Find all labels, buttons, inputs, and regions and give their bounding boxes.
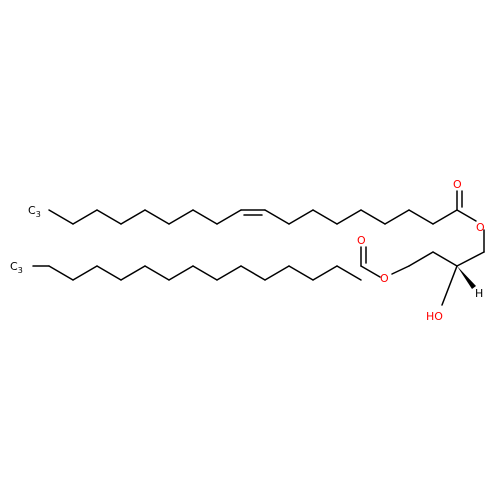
bond (360, 209, 386, 225)
bond (48, 265, 74, 281)
bond (144, 265, 170, 281)
lower-acyl-chain (32, 246, 410, 281)
hydroxyl-bond (441, 265, 458, 306)
bond (72, 265, 98, 281)
bond (264, 209, 290, 225)
hydrogen-label: H (475, 287, 483, 300)
hydroxyl-label: HO (426, 310, 443, 323)
bond (120, 209, 146, 225)
bond (264, 265, 290, 281)
oxygen-carbonyl-lower: O (357, 234, 366, 247)
ester-bond (456, 209, 477, 222)
bond (408, 209, 434, 225)
bond (240, 265, 266, 281)
bond (96, 265, 122, 281)
bond (336, 265, 362, 281)
bond (288, 209, 314, 225)
oxygen-ester-lower: O (380, 272, 389, 285)
bond (168, 265, 194, 281)
methyl-label-upper: C3 (28, 204, 41, 219)
bond (192, 209, 218, 225)
bond (216, 209, 242, 225)
bond (456, 251, 485, 267)
ester-bond (360, 265, 381, 278)
bond (144, 209, 170, 225)
bond (216, 265, 242, 281)
bond (432, 209, 458, 225)
bond (96, 209, 122, 225)
upper-acyl-chain (48, 190, 485, 253)
bond (384, 209, 410, 225)
bond (72, 209, 98, 225)
bond (48, 209, 74, 225)
bond (120, 265, 146, 281)
bond (312, 209, 338, 225)
oxygen-carbonyl-upper: O (453, 178, 462, 191)
methyl-label-lower: C3 (10, 260, 23, 275)
bond (192, 265, 218, 281)
bond (312, 265, 338, 281)
bond (168, 209, 194, 225)
bond (408, 251, 434, 267)
oxygen-ester-upper: O (476, 221, 485, 234)
bond (432, 251, 458, 267)
bond (336, 209, 362, 225)
glycerol-backbone (408, 251, 485, 306)
bond (391, 265, 410, 275)
stereo-wedge-bond (457, 266, 476, 289)
bond (288, 265, 314, 281)
